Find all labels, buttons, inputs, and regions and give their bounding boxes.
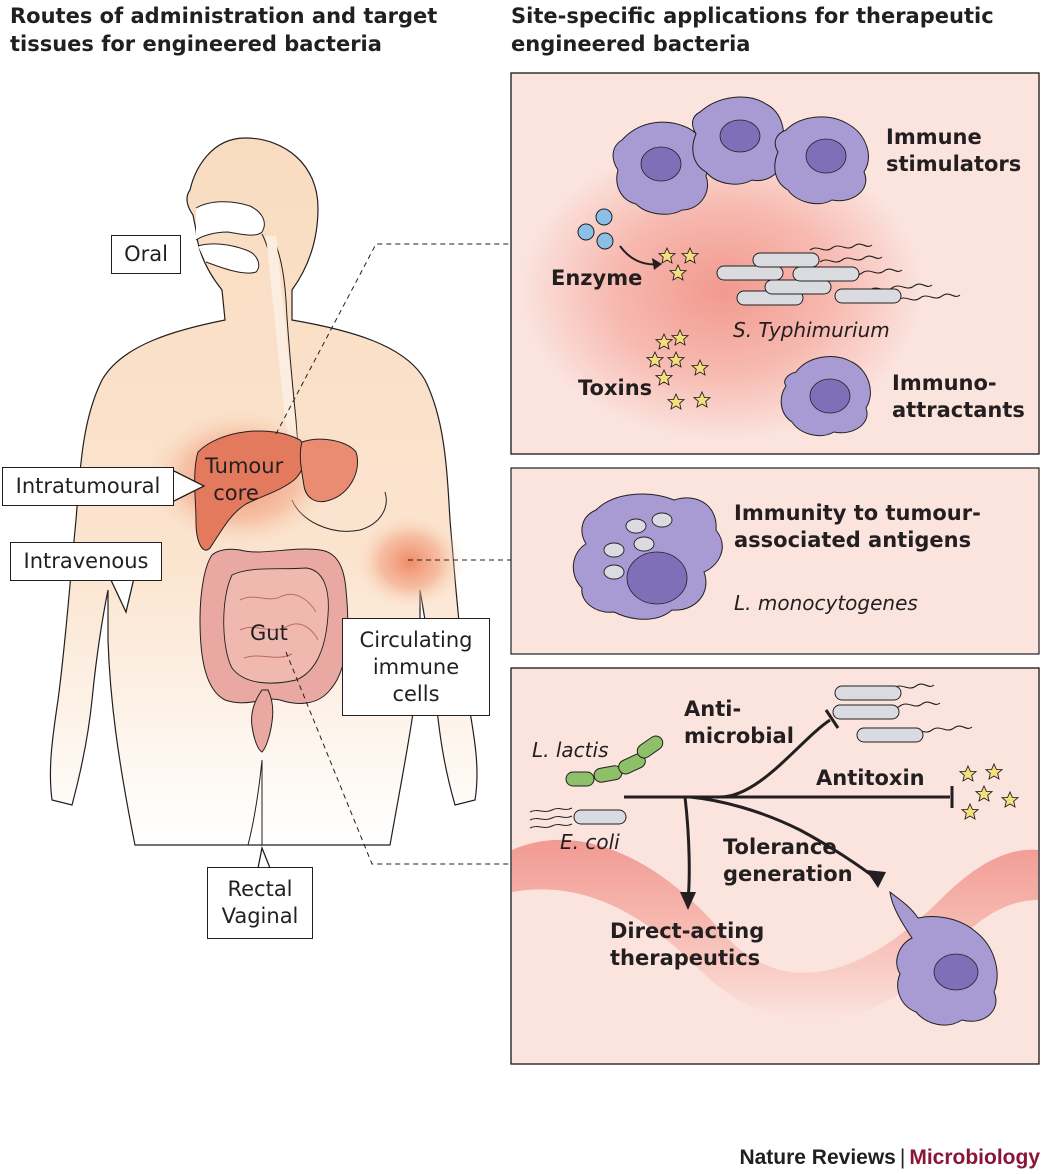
circulating-line-1: Circulating — [359, 628, 473, 652]
e-coli-label: E. coli — [560, 829, 620, 855]
direct-acting-line-2: therapeutics — [610, 946, 761, 970]
immunoattractants-line-2: attractants — [892, 398, 1025, 422]
s-typhimurium-label: S. Typhimurium — [733, 317, 890, 343]
intratumoural-route-box: Intratumoural — [2, 467, 174, 506]
circulating-line-3: cells — [392, 682, 440, 706]
gut-label: Gut — [250, 620, 288, 647]
right-header-line-1: Site-specific applications for therapeut… — [511, 4, 994, 28]
direct-acting-line-1: Direct-acting — [610, 919, 765, 943]
immunoattractants-line-1: Immuno- — [892, 371, 997, 395]
enzyme-label-text: Enzyme — [551, 266, 643, 290]
s-typhimurium-text: S. Typhimurium — [733, 318, 890, 342]
credit-separator: | — [899, 1146, 906, 1169]
tumour-label-line-2: core — [213, 481, 259, 505]
tumour-core-label: Tumour core — [205, 453, 284, 507]
immunity-line-1: Immunity to tumour- — [734, 501, 981, 525]
direct-acting-label: Direct-acting therapeutics — [610, 918, 764, 972]
enzyme-label: Enzyme — [551, 265, 642, 292]
antimicrobial-line-1: Anti- — [684, 697, 742, 721]
tolerance-line-1: Tolerance — [723, 835, 837, 859]
toxins-label: Toxins — [578, 375, 652, 402]
lactis-chain — [565, 735, 664, 787]
gut-label-text: Gut — [250, 621, 288, 645]
left-header-line-2: tissues for engineered bacteria — [10, 32, 382, 56]
e-coli-bacterium — [529, 807, 627, 829]
toxins-text: Toxins — [578, 376, 653, 400]
vaginal-label: Vaginal — [221, 904, 299, 928]
panel-circulating-cells — [510, 467, 1040, 655]
antitoxin-label: Antitoxin — [816, 765, 925, 792]
journal-subject: Microbiology — [909, 1146, 1040, 1169]
right-header: Site-specific applications for therapeut… — [511, 2, 994, 58]
rectal-vaginal-route-box: Rectal Vaginal — [207, 867, 313, 939]
l-lactis-label: L. lactis — [532, 737, 608, 763]
l-monocytogenes-label: L. monocytogenes — [734, 590, 918, 616]
right-header-line-2: engineered bacteria — [511, 32, 751, 56]
antimicrobial-line-2: microbial — [684, 724, 794, 748]
immune-stimulators-label: Immune stimulators — [886, 124, 1021, 178]
immunity-label: Immunity to tumour- associated antigens — [734, 500, 981, 554]
tumour-label-line-1: Tumour — [205, 454, 284, 478]
journal-name: Nature Reviews — [739, 1146, 896, 1169]
intravenous-label: Intravenous — [23, 549, 149, 573]
connector-lines — [275, 243, 511, 865]
tolerance-line-2: generation — [723, 862, 853, 886]
intravenous-route-box: Intravenous — [10, 542, 162, 581]
immunity-line-2: associated antigens — [734, 528, 972, 552]
intratumoural-label: Intratumoural — [15, 474, 161, 498]
immunoattractants-label: Immuno- attractants — [892, 370, 1025, 424]
tolerance-label: Tolerance generation — [723, 834, 853, 888]
immune-stimulators-line-2: stimulators — [886, 152, 1022, 176]
antimicrobial-label: Anti- microbial — [684, 696, 794, 750]
left-header: Routes of administration and target tiss… — [10, 2, 437, 58]
circulating-line-2: immune — [372, 655, 460, 679]
immune-stimulators-line-1: Immune — [886, 125, 982, 149]
panel-gut — [510, 667, 1040, 1065]
enzyme-spheres — [577, 208, 614, 250]
oral-route-box: Oral — [111, 235, 181, 274]
oral-label: Oral — [124, 242, 168, 266]
l-lactis-text: L. lactis — [532, 738, 609, 762]
journal-credit: Nature Reviews|Microbiology — [739, 1146, 1040, 1170]
l-monocytogenes-text: L. monocytogenes — [734, 591, 918, 615]
antitoxin-text: Antitoxin — [816, 766, 925, 790]
immune-stimulator-cells — [612, 96, 869, 215]
callout-tails — [109, 469, 271, 869]
panel-tumour-core — [510, 72, 1040, 455]
e-coli-text: E. coli — [560, 830, 620, 854]
rectal-label: Rectal — [227, 877, 293, 901]
circulating-route-box: Circulating immune cells — [342, 618, 490, 716]
left-header-line-1: Routes of administration and target — [10, 4, 438, 28]
